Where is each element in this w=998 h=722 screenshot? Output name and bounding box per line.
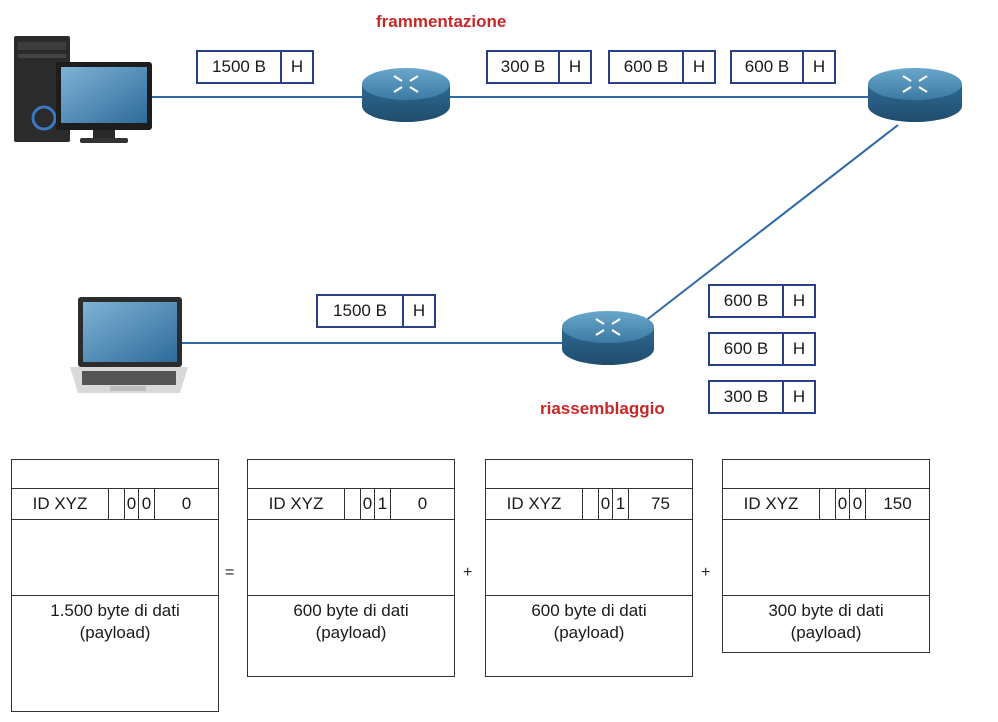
packet-size: 600 B: [710, 334, 784, 364]
payload-field: 600 byte di dati (payload): [248, 595, 454, 644]
packet-header: H: [792, 387, 806, 406]
payload-description: 600 byte di dati: [293, 601, 409, 620]
payload-description: 600 byte di dati: [531, 601, 647, 620]
more-fragments-flag: 1: [613, 489, 629, 519]
datagram-header-row: ID XYZ 0 1 75: [486, 489, 692, 520]
more-fragments-flag: 0: [850, 489, 866, 519]
datagram-header-row: ID XYZ 0 0 0: [12, 489, 218, 520]
laptop-icon: [70, 297, 188, 393]
packet-fragment: 600 B H: [708, 332, 816, 366]
flag-field: 0: [361, 489, 375, 519]
flag-field: 0: [599, 489, 613, 519]
packet-fragment: 600 B H: [708, 284, 816, 318]
router-icon: [362, 68, 450, 122]
datagram-header-row: ID XYZ 0 0 150: [723, 489, 929, 520]
datagram-id: ID XYZ: [723, 489, 820, 519]
flag-field: 0: [125, 489, 139, 519]
payload-field: 1.500 byte di dati (payload): [12, 595, 218, 644]
packet-fragment: 600 B H: [730, 50, 836, 84]
datagram-id: ID XYZ: [486, 489, 583, 519]
more-fragments-flag: 0: [139, 489, 155, 519]
packet-size: 300 B: [488, 52, 560, 82]
flag-field: 0: [836, 489, 850, 519]
fragmentation-label: frammentazione: [376, 12, 507, 31]
fragment-offset: 0: [417, 494, 428, 513]
packet-size: 300 B: [710, 382, 784, 412]
packet-header: H: [812, 57, 826, 76]
packet-header: H: [568, 57, 582, 76]
packet-header: H: [412, 301, 426, 320]
payload-field: 300 byte di dati (payload): [723, 595, 929, 644]
router-icon: [868, 68, 962, 122]
fragment-offset: 75: [651, 494, 670, 513]
equals-sign: =: [225, 564, 235, 581]
packet-header: H: [692, 57, 706, 76]
packet-header: H: [290, 57, 304, 76]
packet-size: 600 B: [610, 52, 684, 82]
plus-sign: +: [463, 564, 473, 581]
datagram-id: ID XYZ: [12, 489, 109, 519]
datagram-fragment: ID XYZ 0 1 0 600 byte di dati (payload): [247, 459, 455, 677]
datagram-fragment: ID XYZ 0 0 150 300 byte di dati (payload…: [722, 459, 930, 653]
payload-description: 300 byte di dati: [768, 601, 884, 620]
fragment-offset: 150: [883, 494, 912, 513]
payload-caption: (payload): [790, 623, 862, 642]
datagram-original: ID XYZ 0 0 0 1.500 byte di dati (payload…: [11, 459, 219, 712]
payload-caption: (payload): [315, 623, 387, 642]
datagram-header-row: ID XYZ 0 1 0: [248, 489, 454, 520]
packet-fragment: 600 B H: [608, 50, 716, 84]
packet-size: 1500 B: [318, 296, 404, 326]
network-links: [150, 96, 899, 344]
plus-sign: +: [701, 564, 711, 581]
datagram-id: ID XYZ: [248, 489, 345, 519]
router-icon: [562, 311, 654, 365]
network-diagram: [14, 36, 962, 393]
packet-reassembled: 1500 B H: [316, 294, 436, 328]
packet-size: 600 B: [732, 52, 804, 82]
packet-header: H: [792, 291, 806, 310]
fragment-offset: 0: [181, 494, 192, 513]
packet-size: 600 B: [710, 286, 784, 316]
more-fragments-flag: 1: [375, 489, 391, 519]
payload-caption: (payload): [553, 623, 625, 642]
payload-field: 600 byte di dati (payload): [486, 595, 692, 644]
packet-fragment: 300 B H: [708, 380, 816, 414]
reassembly-label: riassemblaggio: [540, 399, 665, 418]
packet-size: 1500 B: [198, 52, 282, 82]
packet-original: 1500 B H: [196, 50, 314, 84]
payload-caption: (payload): [79, 623, 151, 642]
link-router2-router3: [639, 124, 899, 326]
payload-description: 1.500 byte di dati: [50, 601, 180, 620]
packet-fragment: 300 B H: [486, 50, 592, 84]
desktop-computer-icon: [14, 36, 152, 143]
datagram-fragment: ID XYZ 0 1 75 600 byte di dati (payload): [485, 459, 693, 677]
packet-header: H: [792, 339, 806, 358]
